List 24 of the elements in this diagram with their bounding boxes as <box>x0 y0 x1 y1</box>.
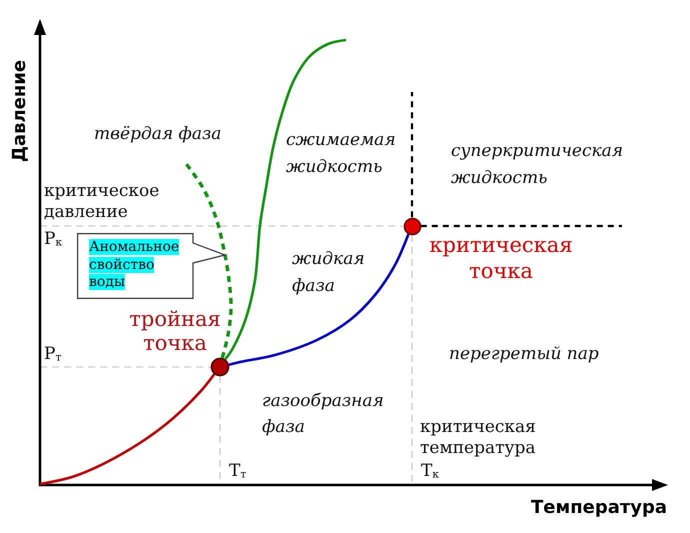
tick-label: Р$_{к}$ <box>44 228 62 250</box>
tick-label: Т$_{т}$ <box>229 460 246 482</box>
tick-label: Т$_{к}$ <box>421 460 439 482</box>
axis-annotation: критическая температура <box>420 416 537 459</box>
region-label: суперкритическая жидкость <box>451 140 624 190</box>
dashed-boundary-line <box>410 92 414 218</box>
region-label: газообразная фаза <box>262 390 385 440</box>
tick-label: Р$_{т}$ <box>44 343 62 366</box>
phase-boundary-curve <box>40 373 216 486</box>
axis-title: Давление <box>8 60 30 162</box>
critical-point-marker <box>402 216 422 236</box>
callout-box <box>77 233 227 299</box>
phase-boundary-curve <box>228 234 410 366</box>
point-label: тройная точка <box>128 306 222 355</box>
dashed-boundary-line <box>420 224 622 228</box>
region-label: жидкая фаза <box>292 248 366 298</box>
region-label: твёрдая фаза <box>94 123 222 146</box>
triple-point-marker <box>210 357 230 377</box>
point-label: критическая точка <box>428 232 574 284</box>
region-label: сжимаемая жидкость <box>286 128 397 179</box>
axis-title: Температура <box>531 496 668 519</box>
region-label: перегретый пар <box>449 343 599 366</box>
axis-annotation: критическое давление <box>44 180 160 223</box>
phase-boundary-curve <box>224 38 346 360</box>
